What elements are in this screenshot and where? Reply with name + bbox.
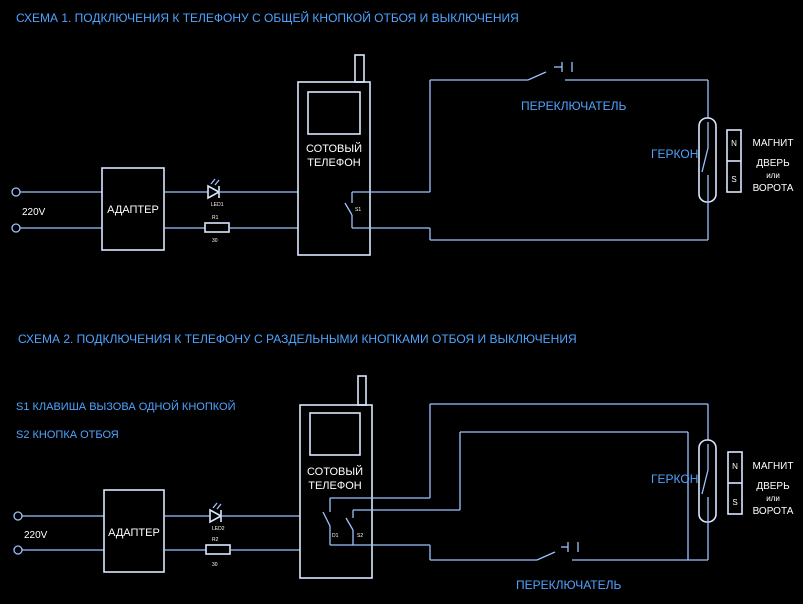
scheme1-phone-label-2: ТЕЛЕФОН	[307, 157, 361, 169]
scheme2-led-label: LED2	[212, 526, 225, 532]
scheme1-toggle-icon	[527, 71, 547, 81]
scheme2-s2-switch-icon	[345, 517, 354, 531]
scheme2-resistor-icon	[205, 544, 231, 555]
scheme2-magnet-label: МАГНИТ	[753, 461, 794, 472]
scheme2-voltage: 220V	[24, 530, 48, 541]
scheme2-gate-label: ВОРОТА	[753, 506, 794, 517]
scheme1-adapter-label: АДАПТЕР	[107, 204, 159, 216]
scheme1-title: СХЕМА 1. ПОДКЛЮЧЕНИЯ К ТЕЛЕФОНУ С ОБЩЕЙ …	[16, 10, 519, 25]
scheme2-phone-label-2: ТЕЛЕФОН	[308, 480, 362, 492]
scheme1-reed-label: ГЕРКОН	[651, 147, 698, 161]
scheme1-resistor-label: R1	[212, 215, 219, 221]
scheme2-adapter-label: АДАПТЕР	[108, 527, 160, 539]
scheme2-note-s1: S1 КЛАВИША ВЫЗОВА ОДНОЙ КНОПКОЙ	[16, 400, 236, 413]
scheme1-phone-antenna	[354, 54, 365, 83]
scheme1-magnet-label: МАГНИТ	[753, 138, 794, 149]
scheme1-terminal-bottom	[11, 223, 21, 233]
scheme1-toggle-label: ПЕРЕКЛЮЧАТЕЛЬ	[521, 99, 627, 113]
scheme2-or-label: или	[766, 494, 780, 503]
scheme2-phone-label-1: СОТОВЫЙ	[307, 465, 363, 478]
scheme2-led-icon	[209, 508, 223, 524]
scheme1-resistor-icon	[204, 222, 230, 233]
scheme2-terminal-bottom	[13, 545, 23, 555]
scheme2-toggle-label: ПЕРЕКЛЮЧАТЕЛЬ	[516, 578, 622, 592]
scheme1-phone-screen	[307, 91, 361, 135]
scheme2-s2-label: S2	[357, 533, 363, 539]
scheme2-phone-body	[299, 404, 373, 579]
scheme1-led-label: LED1	[211, 202, 224, 208]
scheme2-terminal-top	[13, 511, 23, 521]
scheme2-resistor-label: R2	[212, 537, 219, 543]
scheme2-d1-label: D1	[332, 533, 339, 539]
scheme2-door-label: ДВЕРЬ	[756, 481, 790, 492]
scheme2-reed-label: ГЕРКОН	[651, 472, 698, 486]
scheme2-note-s2: S2 КНОПКА ОТБОЯ	[16, 429, 119, 441]
scheme2-pole-s: S	[732, 498, 737, 507]
scheme1-resistor-value: 30	[212, 238, 218, 244]
scheme2-d1-switch-icon	[322, 511, 331, 527]
scheme1-phone-body	[297, 81, 371, 256]
scheme2-toggle-icon	[536, 551, 556, 561]
scheme1-phone-label-1: СОТОВЫЙ	[306, 142, 362, 155]
scheme1-pole-n: N	[731, 139, 737, 148]
scheme2-pole-n: N	[732, 462, 738, 471]
scheme2-title: СХЕМА 2. ПОДКЛЮЧЕНИЯ К ТЕЛЕФОНУ С РАЗДЕЛ…	[18, 332, 577, 346]
scheme1-voltage: 220V	[22, 207, 46, 218]
scheme2-resistor-value: 30	[212, 562, 218, 568]
scheme1-pole-s: S	[731, 175, 736, 184]
scheme1-or-label: или	[766, 171, 780, 180]
scheme1-s1-switch-icon	[344, 202, 353, 216]
scheme1-gate-label: ВОРОТА	[753, 183, 794, 194]
scheme2-phone-antenna	[357, 375, 367, 406]
scheme1-s1-label: S1	[355, 207, 361, 213]
scheme2-phone-screen	[309, 412, 361, 456]
scheme1-terminal-top	[11, 187, 21, 197]
scheme2-adapter-box	[103, 489, 165, 573]
scheme1-door-label: ДВЕРЬ	[756, 158, 790, 169]
scheme1-led-icon	[207, 184, 221, 200]
scheme1-adapter-box	[101, 167, 165, 251]
